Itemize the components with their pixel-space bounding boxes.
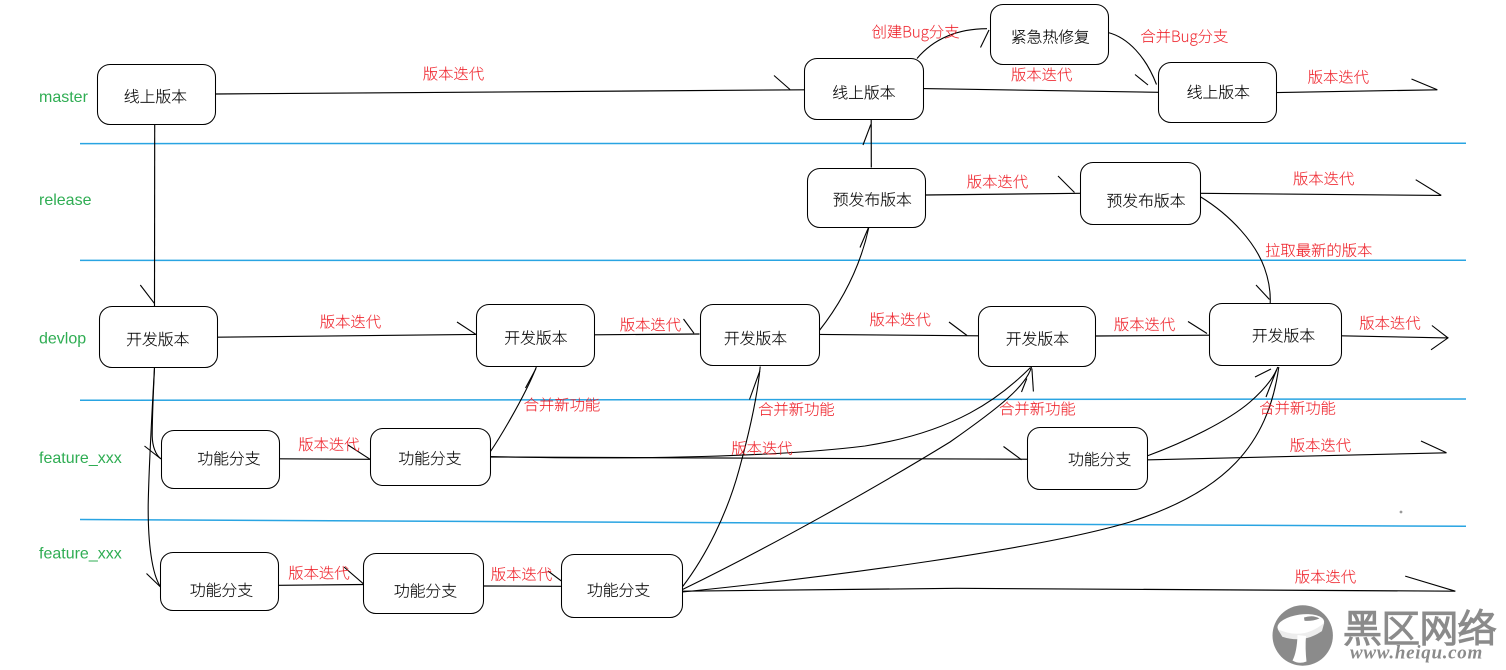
svg-text:feature_xxx: feature_xxx: [39, 450, 122, 467]
svg-text:release: release: [39, 192, 92, 209]
svg-text:master: master: [39, 89, 89, 106]
svg-text:feature_xxx: feature_xxx: [39, 546, 122, 563]
svg-text:www.heiqu.com: www.heiqu.com: [1350, 643, 1483, 664]
svg-text:devlop: devlop: [39, 330, 86, 347]
